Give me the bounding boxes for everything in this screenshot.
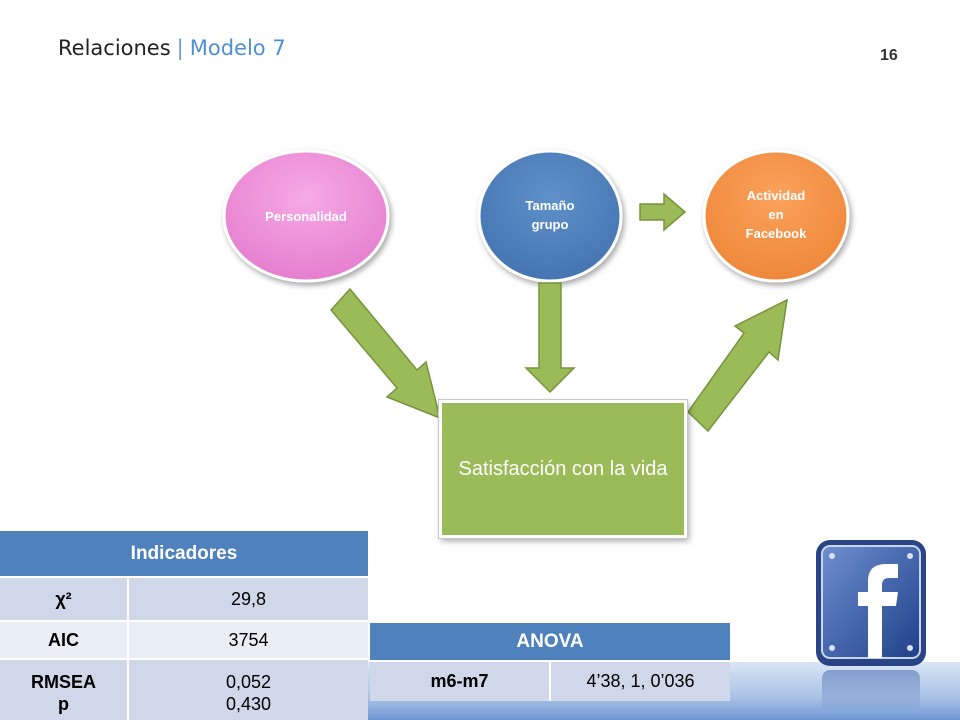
p-value: 0,430 (225, 693, 272, 714)
anova-header: ANOVA (370, 623, 730, 661)
aic-label: AIC (0, 620, 129, 659)
node-tamano-grupo: Tamaño grupo (477, 149, 623, 283)
slide-title: Relaciones|Modelo 7 (58, 36, 286, 60)
title-text: Relaciones (58, 36, 171, 60)
tamano-label-line2: grupo (532, 217, 569, 232)
page-number: 16 (880, 47, 898, 64)
facebook-icon (816, 540, 926, 712)
table-row: m6-m7 4’38, 1, 0’036 (370, 660, 730, 701)
satisfaccion-label: Satisfacción con la vida (458, 458, 668, 480)
table-row: χ² 29,8 (0, 576, 368, 621)
arrow-tamano-to-satisfaccion (524, 282, 576, 394)
table-row: AIC 3754 (0, 620, 368, 659)
actividad-label-line1: Actividad (747, 188, 806, 203)
actividad-label-line3: Facebook (746, 226, 807, 241)
arrow-tamano-to-actividad (639, 192, 687, 232)
anova-comparison-label: m6-m7 (370, 660, 551, 701)
arrow-personalidad-to-satisfaccion (330, 287, 442, 420)
rmsea-p-label: RMSEA p (0, 658, 129, 720)
title-separator: | (176, 36, 184, 60)
arrow-satisfaccion-to-actividad (687, 298, 788, 433)
node-satisfaccion: Satisfacción con la vida (439, 400, 687, 538)
rmsea-value: 0,052 (225, 671, 272, 692)
rmsea-p-value: 0,052 0,430 (128, 658, 368, 720)
chi-square-label: χ² (0, 576, 129, 621)
title-subtitle: Modelo 7 (189, 36, 286, 60)
indicadores-table: Indicadores χ² 29,8 AIC 3754 RMSEA p 0,0… (0, 531, 368, 720)
actividad-label-line2: en (768, 207, 783, 222)
aic-value: 3754 (128, 620, 368, 659)
node-personalidad: Personalidad (222, 149, 390, 283)
chi-square-value: 29,8 (128, 576, 368, 621)
anova-table: ANOVA m6-m7 4’38, 1, 0’036 (370, 623, 730, 701)
table-row: RMSEA p 0,052 0,430 (0, 658, 368, 720)
rmsea-label: RMSEA (30, 671, 96, 692)
personalidad-label: Personalidad (265, 209, 347, 224)
node-actividad-facebook: Actividad en Facebook (702, 149, 850, 283)
anova-comparison-value: 4’38, 1, 0’036 (550, 660, 730, 701)
tamano-label-line1: Tamaño (526, 198, 575, 213)
indicadores-header: Indicadores (0, 531, 368, 577)
p-label: p (58, 693, 69, 714)
